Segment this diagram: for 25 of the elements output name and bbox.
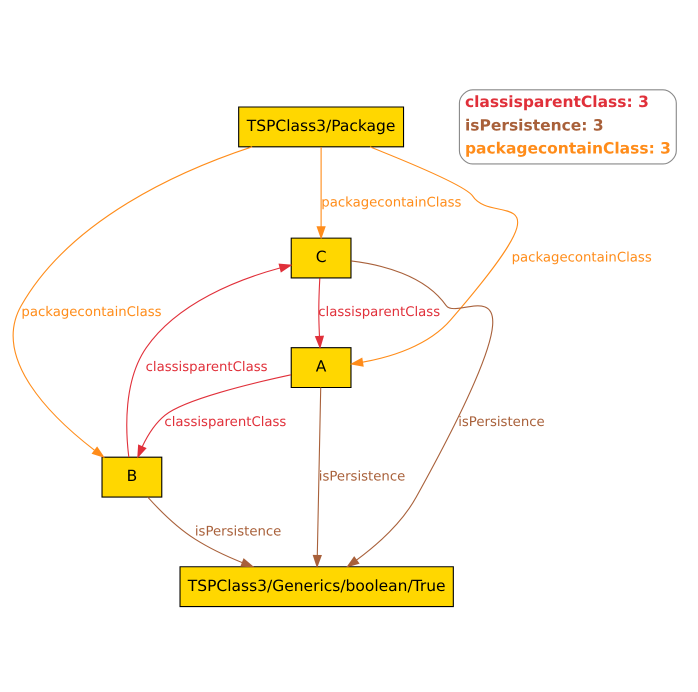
node-box: A [290,347,352,388]
edge-label: classisparentClass [146,360,268,376]
node-box: B [101,456,162,498]
node-box: C [290,238,352,278]
arrow [314,278,324,350]
arrow [316,147,326,240]
edge-label: isPersistence [458,414,545,430]
legend-label: isPersistence: 3 [464,116,604,134]
node-box: TSPClass3/Generics/boolean/True [179,566,454,608]
legend-label: packagecontainClass: 3 [464,140,671,158]
arrow [312,388,322,568]
arrow [12,146,252,458]
edge-label: packagecontainClass [21,305,162,320]
legend-label: classisparentClass: 3 [464,93,649,112]
arrow [346,260,494,568]
edge-label: isPersistence [318,470,406,485]
node-box: TSPClass3/Package [238,106,404,148]
arrow [126,264,293,458]
arrow [137,374,292,458]
arrow [147,496,254,568]
edge-label: classisparentClass [164,414,286,430]
arrow [350,146,518,367]
edge-label: isPersistence [194,524,282,540]
edge-label: packagecontainClass [321,196,462,211]
edge-label: packagecontainClass [512,250,652,266]
